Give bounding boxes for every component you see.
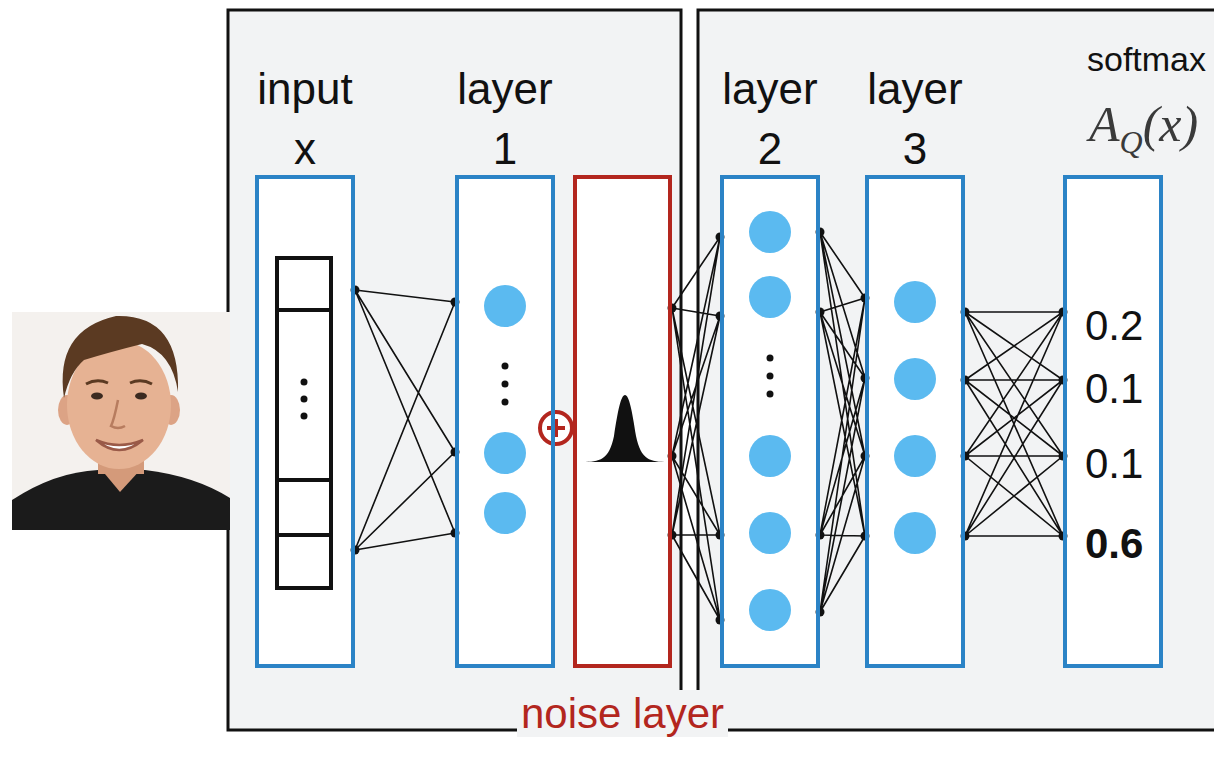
- formula-part-holder: AQ(x): [1089, 92, 1198, 168]
- neuron-group: [749, 211, 791, 631]
- noise-layer-label: noise layer: [517, 690, 728, 737]
- noise-layer-label-holder: noise layer: [493, 690, 753, 738]
- neuron: [894, 281, 936, 323]
- neuron: [894, 512, 936, 554]
- noise-layer-box: noise layer: [573, 175, 672, 668]
- full-connection: [965, 312, 1063, 536]
- layer-label-holder: layer 3: [860, 59, 970, 179]
- vector-bar: [277, 258, 331, 588]
- layer-label: layer 3: [867, 64, 962, 173]
- formula-part: (x): [1143, 96, 1199, 152]
- column-fill: [257, 177, 353, 666]
- nose: [111, 400, 125, 428]
- layer-label: layer 1: [457, 64, 552, 173]
- softmax-column: softmaxAQ(x)0.20.10.10.6: [1063, 175, 1163, 668]
- softmax-label: softmax: [1087, 40, 1206, 78]
- portrait-photo: [12, 312, 230, 530]
- ellipsis-dot: [301, 413, 308, 420]
- layer-label-holder: layer 2: [715, 59, 825, 179]
- vector-cell-divider: [277, 308, 331, 312]
- neuron: [749, 512, 791, 554]
- probability-value: 0.6: [1085, 520, 1143, 567]
- ellipsis: [502, 363, 509, 406]
- neuron: [484, 492, 526, 534]
- neuron: [749, 435, 791, 477]
- neuron: [894, 435, 936, 477]
- layer-label-holder: input x: [250, 59, 360, 179]
- neuron: [749, 276, 791, 318]
- column-fill: [575, 177, 670, 666]
- probability-value-holder: 0.6: [1085, 520, 1143, 568]
- ellipsis: [767, 355, 774, 398]
- ellipsis-dot: [767, 373, 774, 380]
- probability-value-holder: 0.1: [1085, 365, 1143, 413]
- full-connection: [672, 237, 720, 620]
- ellipsis-dot: [301, 396, 308, 403]
- probability-value: 0.1: [1085, 440, 1143, 487]
- vector-cell-divider: [277, 478, 331, 482]
- hidden-layer-column: layer 3: [865, 175, 965, 668]
- softmax-label-holder: softmax: [1087, 39, 1206, 79]
- ellipsis-dot: [502, 363, 509, 370]
- connector-dots: [351, 286, 460, 555]
- connector-dots: [668, 233, 725, 625]
- hidden-layer-column: layer 1: [455, 175, 555, 668]
- neuron-group: [894, 281, 936, 554]
- input-vector: [277, 258, 331, 588]
- layer-label: layer 2: [722, 64, 817, 173]
- column-fill: [722, 177, 818, 666]
- gaussian-curve: [582, 395, 668, 462]
- formula-part: A: [1089, 96, 1120, 152]
- neuron-group: [484, 285, 526, 534]
- ellipsis-dot: [767, 391, 774, 398]
- column-fill: [457, 177, 553, 666]
- layer-label: input x: [257, 64, 352, 173]
- neuron: [484, 432, 526, 474]
- probability-value-holder: 0.1: [1085, 440, 1143, 488]
- eye: [91, 393, 103, 400]
- vector-cell-divider: [277, 533, 331, 537]
- probability-value: 0.1: [1085, 365, 1143, 412]
- probability-value-holder: 0.2: [1085, 302, 1143, 350]
- neuron: [894, 358, 936, 400]
- smile: [96, 440, 143, 450]
- connector-dots: [961, 308, 1068, 541]
- ellipsis-dot: [301, 379, 308, 386]
- receiver-panel: [698, 10, 1214, 730]
- input-column: input x: [255, 175, 355, 668]
- hair: [63, 316, 178, 398]
- hidden-layer-column: layer 2: [720, 175, 820, 668]
- add-symbol: [540, 412, 572, 444]
- sender-panel: [228, 10, 681, 730]
- probability-value: 0.2: [1085, 302, 1143, 349]
- connector-dots: [816, 228, 870, 617]
- column-fill: [1065, 177, 1161, 666]
- neuron: [749, 211, 791, 253]
- eyebrow: [86, 381, 108, 384]
- eyebrow: [130, 381, 152, 384]
- photo-ground: [12, 312, 230, 530]
- ellipsis-dot: [502, 399, 509, 406]
- layer-label-holder: layer 1: [450, 59, 560, 179]
- ellipsis-dot: [502, 381, 509, 388]
- neuron: [484, 285, 526, 327]
- neuron: [749, 589, 791, 631]
- formula-part: Q: [1120, 124, 1143, 160]
- ellipsis-dot: [767, 355, 774, 362]
- full-connection: [820, 232, 865, 612]
- column-fill: [867, 177, 963, 666]
- eye: [135, 393, 147, 400]
- full-connection: [355, 290, 455, 550]
- add-circle: [540, 412, 572, 444]
